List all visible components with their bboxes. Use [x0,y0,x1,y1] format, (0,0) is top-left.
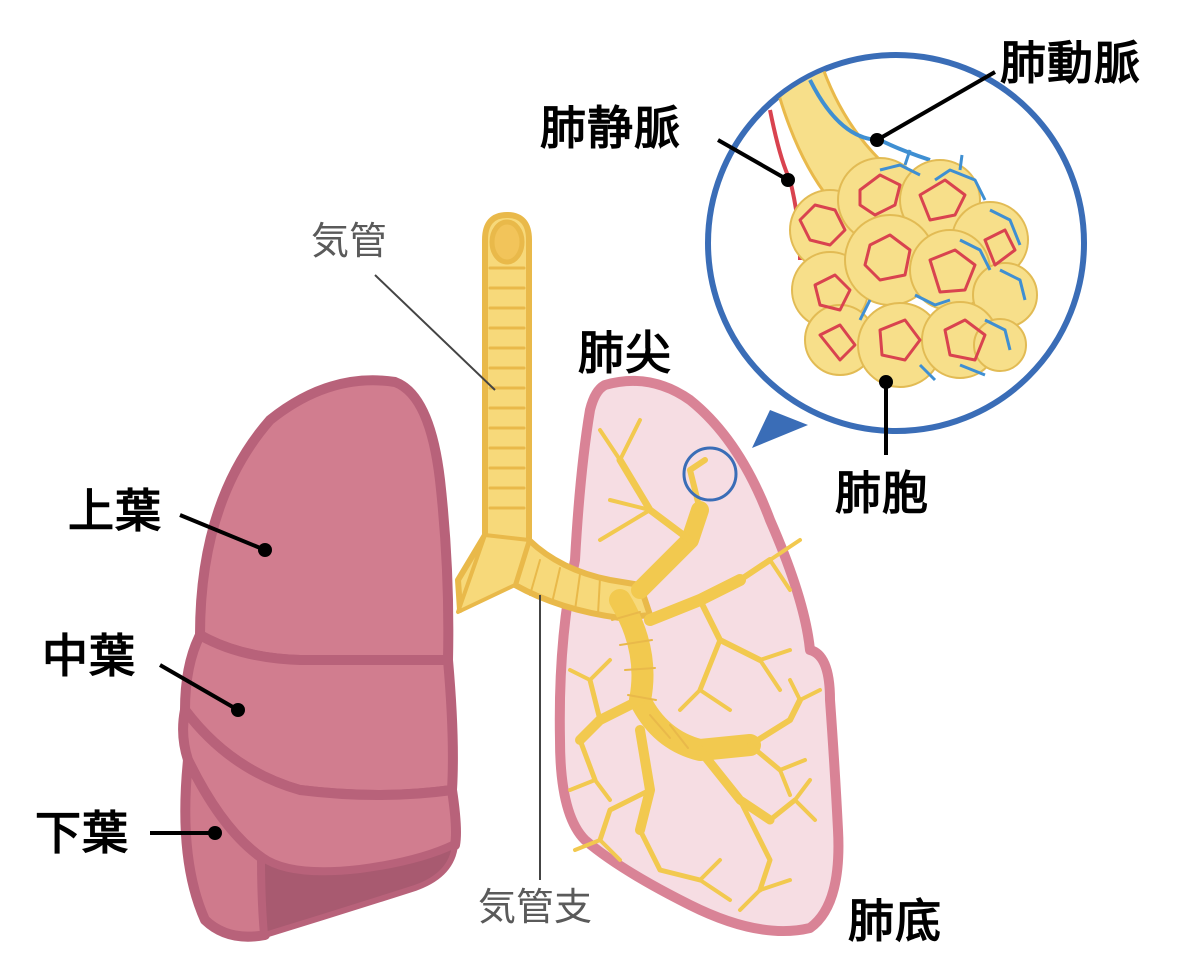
lower-lobe-label: 下葉 [35,806,129,860]
airway [455,212,822,912]
bronchus-rings [529,559,689,749]
trachea-rings [488,266,526,510]
lower-lobe-dot [208,826,222,840]
alveoli-label: 肺胞 [835,466,929,520]
alveoli-cluster [768,58,1038,388]
middle-lobe-dot [231,703,245,717]
alveolus-focus-circle [682,446,738,502]
alveoli-dot [879,375,893,389]
pulmonary-artery-label: 肺動脈 [1000,36,1141,90]
right-lung [178,375,461,942]
trachea-label: 気管 [311,219,388,263]
pulmonary-vein-dot [781,173,795,187]
trachea-leader [374,274,496,391]
upper-lobe-dot [258,543,272,557]
bronchial-tree [568,418,822,912]
bronchus-label: 気管支 [478,885,593,929]
trachea-opening [489,219,525,265]
pulmonary-artery-dot [870,133,884,147]
alveoli-callout [705,52,1087,448]
trachea-tube [455,212,532,613]
upper-lobe [195,375,454,666]
lower-lobe-bottom [259,842,458,938]
pulmonary-vein-label: 肺静脈 [540,101,681,155]
apex-label: 肺尖 [578,326,672,380]
upper-lobe-label: 上葉 [68,484,162,538]
leader-lines [150,70,996,880]
base-label: 肺底 [848,894,942,948]
callout-pointer [752,410,808,448]
middle-lobe-label: 中葉 [42,629,136,683]
right-bronchus-stub [456,533,531,614]
